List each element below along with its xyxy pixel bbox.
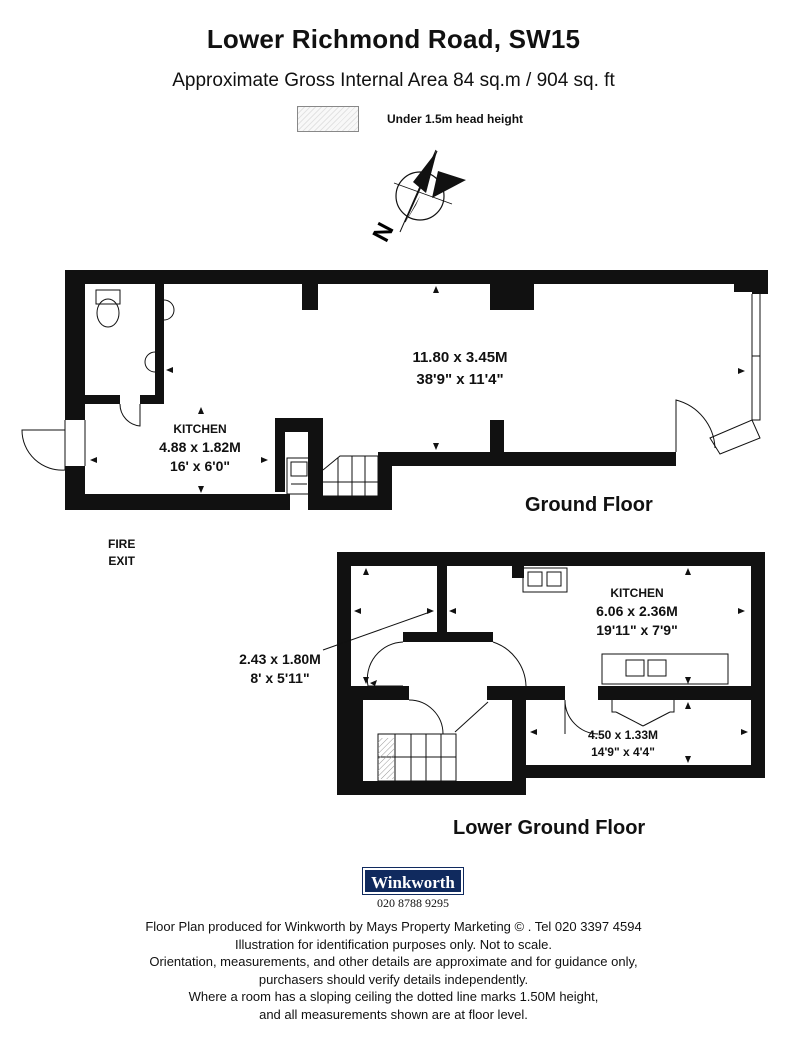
ground-floor-label: Ground Floor [525,494,653,516]
bedroom-imperial: 8' x 5'11" [250,670,310,686]
lower-ground-floor-plan [337,552,765,795]
ground-kitchen-metric: 4.88 x 1.82M [159,439,241,455]
lower-ground-floor-hatch [378,738,394,779]
winkworth-logo: Winkworth [362,867,464,895]
main-room-metric: 11.80 x 3.45M [412,349,508,366]
footer-line: Orientation, measurements, and other det… [149,954,638,969]
ground-floor-plan [65,270,768,510]
footer-line: Where a room has a sloping ceiling the d… [188,989,599,1004]
legend-swatch [297,106,359,132]
footer-line: purchasers should verify details indepen… [258,971,529,987]
legend-label: Under 1.5m head height [387,112,524,126]
store-imperial: 14'9" x 4'4" [591,745,655,759]
north-letter: N [368,218,400,246]
lower-kitchen-metric: 6.06 x 2.36M [596,603,678,619]
lower-ground-dimension-arrows [354,568,748,763]
fire-exit-line1: FIRE [108,537,136,551]
plan-title: Lower Richmond Road, SW15 [206,24,581,54]
store-label: 4.50 x 1.33M 14'9" x 4'4" [578,727,668,761]
bedroom-label: 2.43 x 1.80M 8' x 5'11" [220,650,340,688]
ground-kitchen-imperial: 16' x 6'0" [169,458,230,474]
store-metric: 4.50 x 1.33M [587,728,659,742]
agent-phone: 020 8788 9295 [377,896,449,910]
main-room-label: 11.80 x 3.45M 38'9" x 11'4" [380,347,540,391]
footer-line: and all measurements shown are at floor … [259,1006,528,1022]
bedroom-metric: 2.43 x 1.80M [239,651,321,667]
compass-icon [393,149,466,233]
ground-kitchen-name: KITCHEN [173,422,227,436]
ground-floor-dimension-arrows [90,286,745,493]
main-room-imperial: 38'9" x 11'4" [416,371,504,388]
footer-line: Floor Plan produced for Winkworth by May… [145,919,642,934]
lower-ground-floor-label: Lower Ground Floor [453,817,646,839]
ground-floor-outlines [21,289,761,497]
lower-kitchen-imperial: 19'11" x 7'9" [596,622,678,638]
footer-disclaimer: Floor Plan produced for Winkworth by May… [0,918,787,1023]
ground-kitchen-label: KITCHEN 4.88 x 1.82M 16' x 6'0" [140,420,260,476]
fire-exit-label: FIRE EXIT [108,536,135,570]
fire-exit-line2: EXIT [108,554,135,568]
lower-kitchen-name: KITCHEN [610,586,664,600]
footer-line: Illustration for identification purposes… [235,936,552,952]
lower-kitchen-label: KITCHEN 6.06 x 2.36M 19'11" x 7'9" [572,584,702,640]
gross-area: Approximate Gross Internal Area 84 sq.m … [172,70,615,91]
